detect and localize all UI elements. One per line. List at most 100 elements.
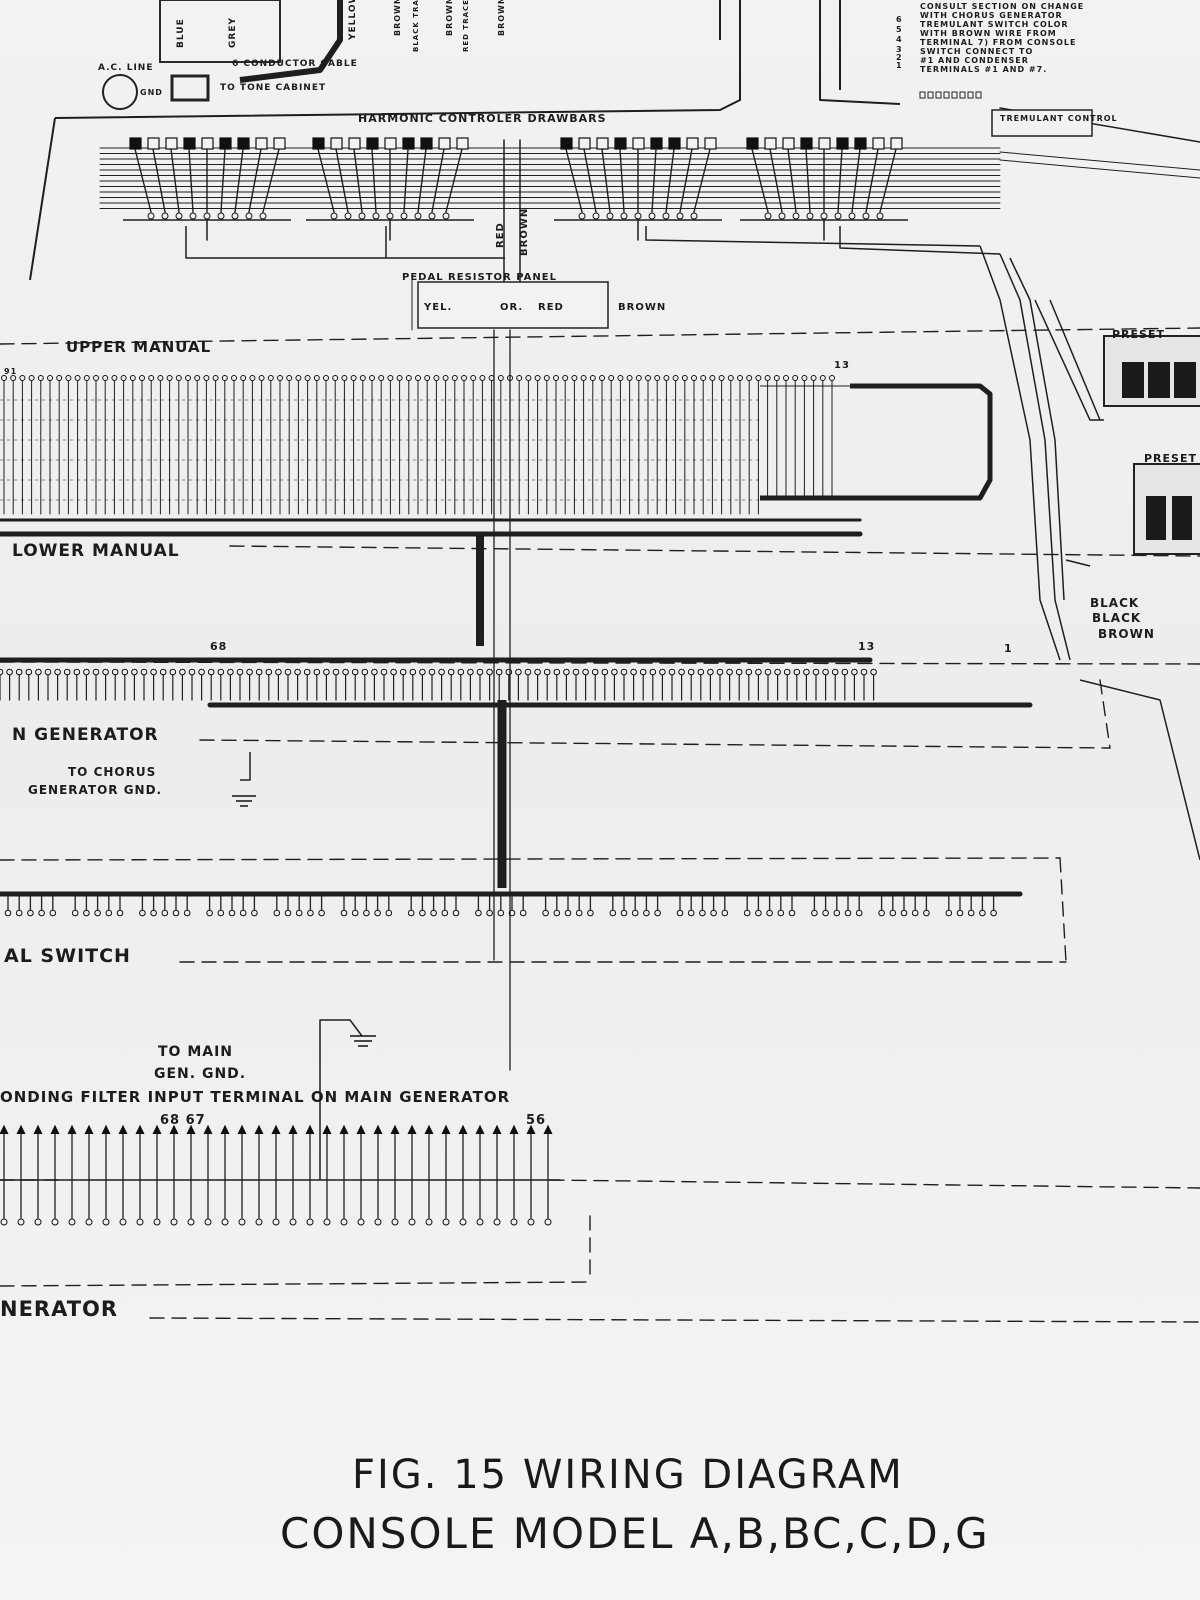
pedal-key-contact xyxy=(4,909,12,917)
right-bundle xyxy=(999,253,1071,661)
drawbar-knob xyxy=(650,137,663,150)
red-panel-label: RED xyxy=(538,302,564,313)
drawbar-wire xyxy=(583,148,597,213)
drawbar-terminal xyxy=(648,212,656,220)
upper-key-contact xyxy=(599,375,605,381)
upper-key-contact xyxy=(1,375,7,381)
drawbar-bus-line xyxy=(999,159,1200,179)
upper-key-contact xyxy=(617,375,624,381)
pedal-top-divider xyxy=(0,857,1061,861)
filter-terminal xyxy=(17,1218,25,1226)
lower-key-contact xyxy=(582,668,589,676)
drawbar-wire xyxy=(679,148,693,213)
switch-num-6: 6 xyxy=(896,15,903,24)
switch-numbers: 6 5 4 3 2 1 xyxy=(896,15,903,70)
lower-key-contact xyxy=(419,668,426,676)
drawbar-knob xyxy=(438,137,451,150)
pedal-key-contact xyxy=(351,909,359,917)
filter-terminal xyxy=(374,1218,382,1226)
upper-key-contact xyxy=(111,375,118,381)
generator-divider xyxy=(1099,679,1111,749)
right-bundle xyxy=(979,245,1061,661)
lower-key-contact xyxy=(447,668,455,676)
pedal-key-contact xyxy=(676,909,684,917)
upper-key-contact xyxy=(810,375,817,381)
terminal-strip xyxy=(975,91,982,99)
upper-key-contact xyxy=(396,375,403,381)
lower-manual-divider xyxy=(229,545,1200,557)
drawbar-wire xyxy=(335,148,349,213)
lower-key-contact xyxy=(438,668,445,676)
drawbar-terminal xyxy=(578,212,586,220)
upper-key-contact xyxy=(755,375,762,381)
lower-key-contact xyxy=(342,668,349,676)
or-label: OR. xyxy=(500,302,523,313)
filter-top-divider xyxy=(549,1179,1200,1189)
pedal-key-contact xyxy=(116,909,124,917)
pedal-key-contact xyxy=(777,909,785,917)
drawbar-terminal xyxy=(792,212,800,220)
lower-key-contact xyxy=(505,668,513,676)
lower-key-contact xyxy=(409,668,417,676)
filter-terminal xyxy=(119,1218,127,1226)
upper-key-contact xyxy=(323,375,329,381)
lower-key-contact xyxy=(25,668,33,676)
lower-key-contact xyxy=(246,668,253,676)
filter-arrow xyxy=(407,1124,417,1135)
drawbar-knob xyxy=(704,137,717,150)
upper-key-contact xyxy=(415,375,421,381)
wire-label-red-tracer: RED TRACER xyxy=(462,0,470,52)
drawbar-knob xyxy=(165,137,178,150)
brown-wire-label: BROWN xyxy=(519,208,530,256)
upper-key-contact xyxy=(185,375,191,381)
upper-key-contact xyxy=(553,375,559,381)
drawbar-terminal xyxy=(764,212,772,220)
drawbar-wire xyxy=(787,148,797,213)
switch-num-1: 1 xyxy=(896,61,903,70)
lower-key-contact xyxy=(236,668,244,676)
filter-terminal xyxy=(510,1218,518,1226)
upper-key-contact xyxy=(277,375,283,381)
lower-key-contact xyxy=(486,668,493,676)
lower-key-contact xyxy=(822,668,829,676)
lower-key-contact xyxy=(371,668,378,676)
lower-key-contact xyxy=(687,668,695,676)
pedal-resistor-label: PEDAL RESISTOR PANEL xyxy=(402,272,557,283)
switch-num-2: 2 xyxy=(896,53,903,62)
pedal-key-contact xyxy=(452,909,460,917)
lower-key-contact xyxy=(803,668,810,676)
pedal-key-contact xyxy=(979,909,986,917)
filter-num-56: 56 xyxy=(526,1113,546,1128)
pedal-key-contact xyxy=(497,909,505,917)
preset-feed xyxy=(1034,299,1104,421)
upper-key-contact xyxy=(764,375,771,381)
drawbar-wire xyxy=(188,148,194,213)
pedal-key-contact xyxy=(407,909,415,917)
drawbar-knob xyxy=(668,137,681,150)
lower-key-contact xyxy=(707,668,714,676)
lower-key-contact xyxy=(35,668,42,676)
lower-key-contact xyxy=(0,668,4,676)
upper-key-contact xyxy=(700,375,707,381)
upper-key-contact xyxy=(525,375,532,381)
filter-arrow xyxy=(152,1124,162,1135)
pedal-key-contact xyxy=(27,909,34,917)
filter-arrow xyxy=(373,1124,383,1135)
drawbar-knob xyxy=(818,137,831,150)
lower-key-contact xyxy=(870,668,877,676)
upper-key-contact xyxy=(727,375,734,381)
drawbar-terminal xyxy=(217,212,225,220)
note-line-4: WITH BROWN WIRE FROM xyxy=(920,29,1057,38)
pedal-key-contact xyxy=(542,909,549,917)
lower-key-contact xyxy=(227,668,234,676)
lower-key-contact xyxy=(735,668,743,676)
filter-arrow xyxy=(492,1124,502,1135)
right-bundle xyxy=(1079,679,1200,861)
lower-key-contact xyxy=(467,668,474,676)
lower-key-contact xyxy=(313,668,321,676)
drawbar-terminal xyxy=(634,212,642,220)
drawbars-title: HARMONIC CONTROLER DRAWBARS xyxy=(358,112,607,125)
lower-key-contact xyxy=(831,668,839,676)
upper-key-contact xyxy=(534,375,541,381)
note-text: CONSULT SECTION ON CHANGE WITH CHORUS GE… xyxy=(920,2,1083,74)
